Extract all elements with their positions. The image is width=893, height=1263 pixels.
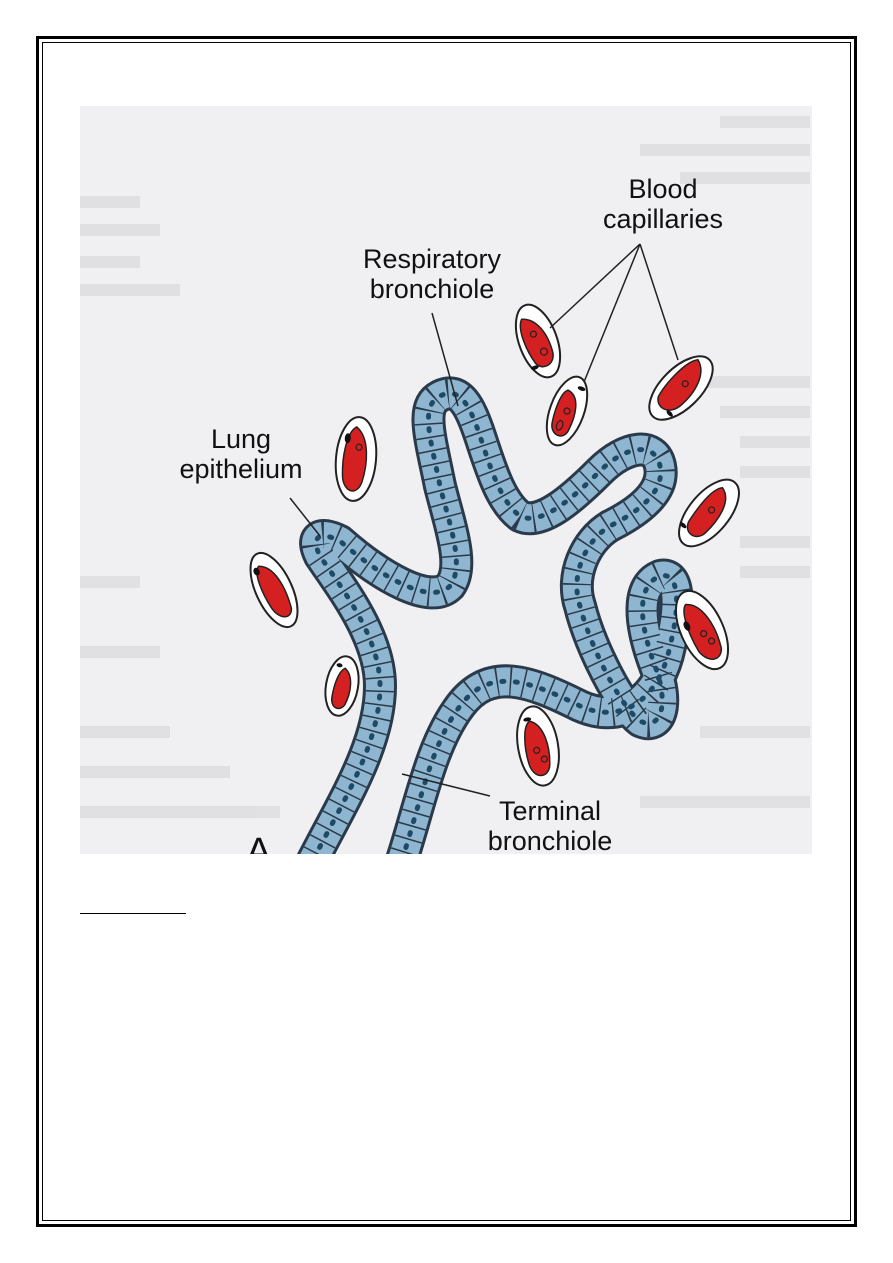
background-text-lines (80, 116, 810, 818)
capillary (648, 355, 714, 421)
leader-lines (289, 243, 679, 797)
terminal-bronchiole-label: Terminal bronchiole (470, 796, 630, 854)
respiratory-bronchiole-label: Respiratory bronchiole (342, 244, 522, 304)
capillary (334, 416, 378, 502)
capillary (674, 589, 730, 671)
terminal-label-line1: Terminal (498, 796, 602, 826)
capillary (678, 478, 740, 548)
capillary (324, 655, 360, 717)
respiratory-label-line2: bronchiole (369, 274, 495, 304)
lung-label-line2: epithelium (179, 454, 303, 484)
capillary (249, 551, 299, 629)
capillary (516, 705, 560, 787)
bronchiole-figure: Blood capillaries Respiratory bronchiole… (80, 106, 812, 854)
lung-epithelium (297, 376, 694, 854)
heading-underline (80, 913, 186, 914)
respiratory-label-line1: Respiratory (362, 244, 502, 274)
blood-label-line1: Blood (628, 174, 698, 204)
page-border-outer (36, 36, 857, 1227)
panel-letter: A (246, 831, 272, 854)
blood-capillaries (249, 303, 740, 787)
lung-epithelium-label: Lung epithelium (166, 424, 316, 484)
terminal-label-line2: bronchiole (487, 826, 613, 854)
lung-label-line1: Lung (210, 424, 272, 454)
capillary (514, 303, 562, 379)
bronchiole-diagram (80, 116, 810, 854)
page-border-inner (42, 42, 851, 1221)
blood-label-line2: capillaries (602, 204, 724, 234)
blood-capillaries-label: Blood capillaries (588, 174, 738, 234)
capillary (545, 375, 589, 447)
